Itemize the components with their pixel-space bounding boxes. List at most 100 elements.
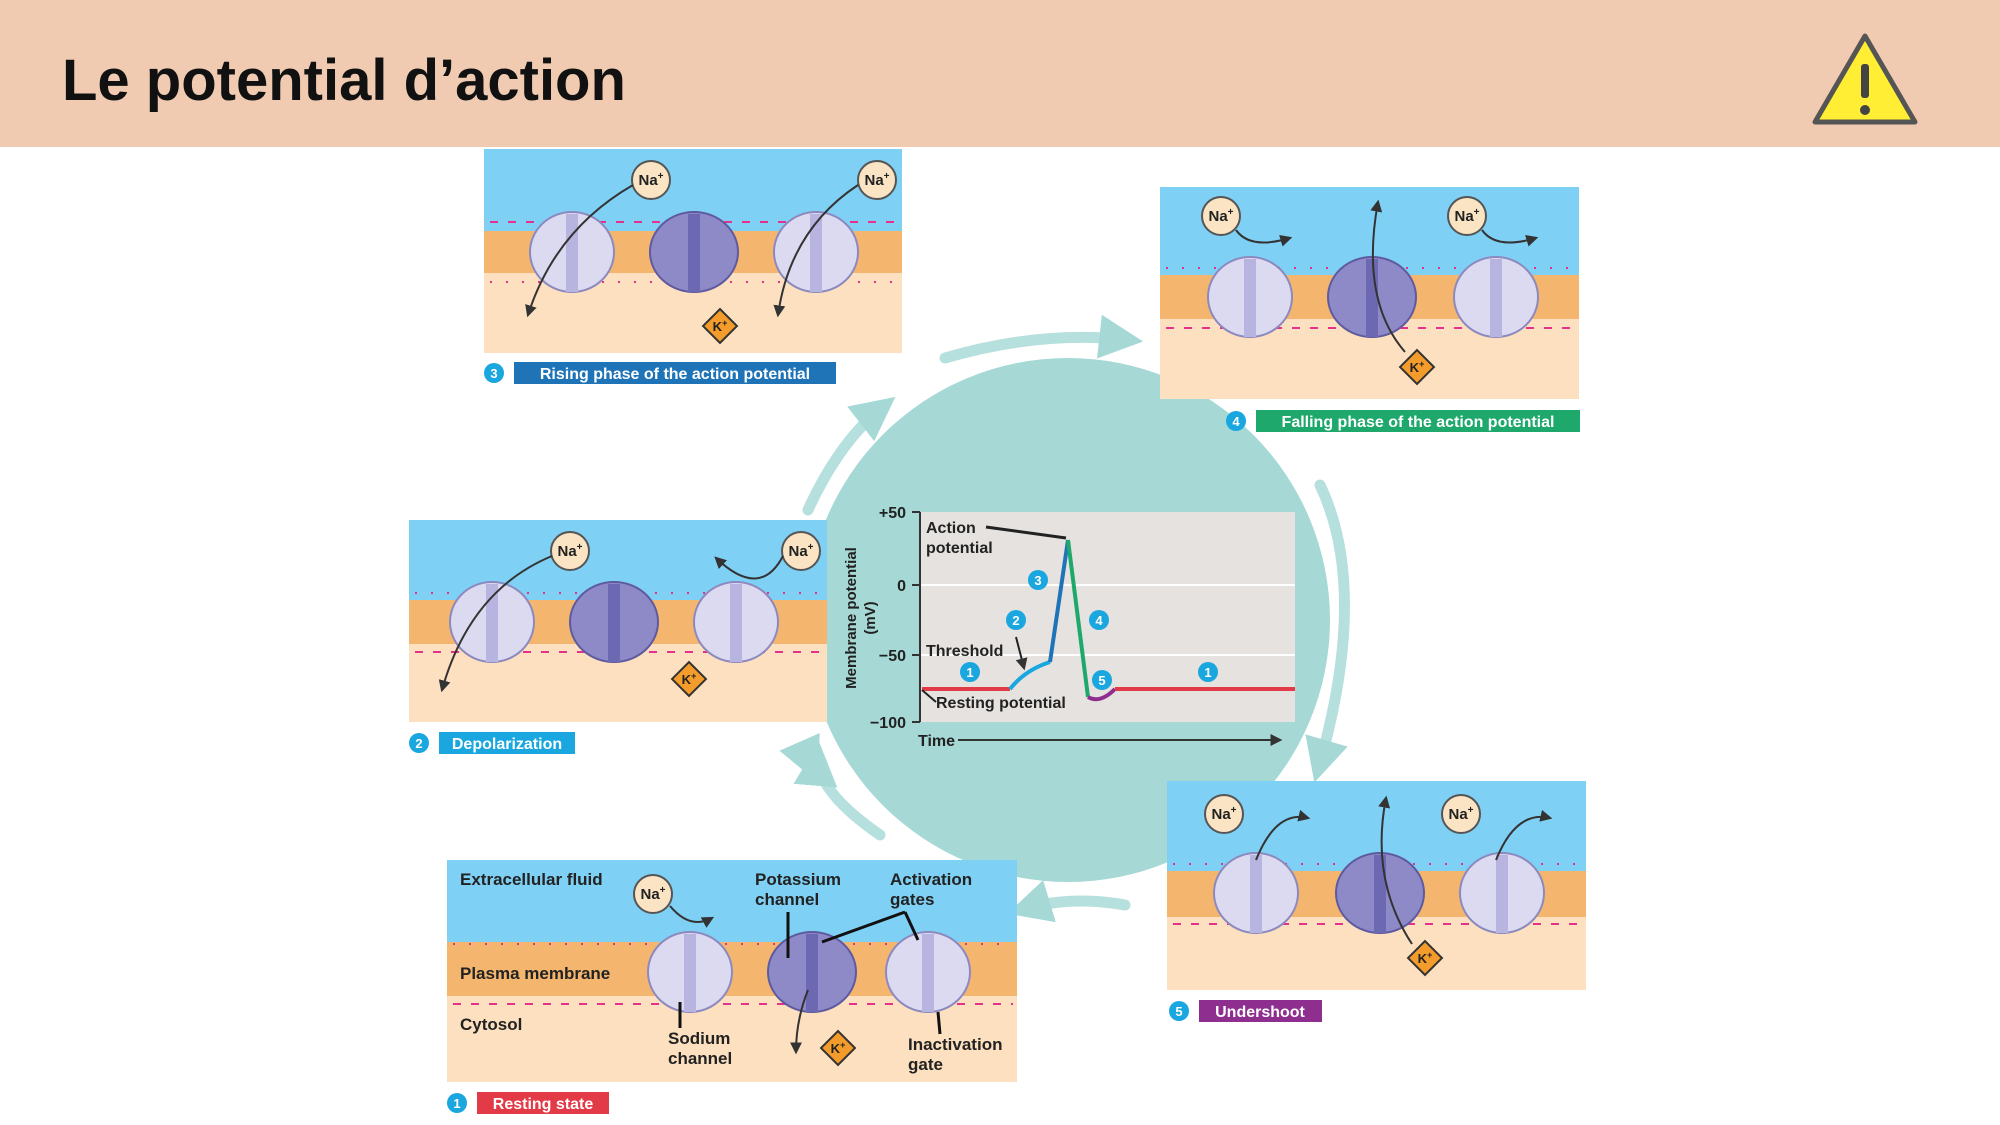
label-potassium-channel-1: Potassium [755, 870, 841, 889]
potassium-channel-icon [569, 581, 659, 663]
sodium-ion-icon: Na+ [1201, 196, 1241, 236]
graph-marker-1b: 1 [1198, 662, 1218, 682]
action-potential-label-2: potential [926, 540, 993, 557]
sodium-channel-icon [529, 211, 615, 293]
trace-depolarization [1008, 660, 1051, 691]
graph-marker-4: 4 [1089, 610, 1109, 630]
svg-text:3: 3 [1034, 573, 1041, 588]
slide-header: Le potential d’action [0, 0, 2000, 147]
sodium-ion-icon: Na+ [631, 160, 671, 200]
svg-text:4: 4 [1095, 613, 1103, 628]
svg-text:Na+: Na+ [1208, 207, 1233, 225]
slide-title: Le potential d’action [62, 48, 626, 113]
sodium-ion-icon: Na+ [1447, 196, 1487, 236]
potassium-channel-icon [1335, 852, 1425, 934]
potassium-ion-icon: K+ [670, 660, 708, 698]
trace-undershoot [1086, 687, 1117, 702]
svg-text:1: 1 [1204, 665, 1211, 680]
panel-depolarization: Na+ Na+ K+ 2 Depolarization [409, 520, 827, 754]
label-sodium-channel-1: Sodium [668, 1029, 730, 1048]
svg-text:Na+: Na+ [1448, 805, 1473, 823]
svg-text:K+: K+ [682, 671, 697, 687]
caption-depolarization-bg [439, 732, 575, 754]
graph-marker-2: 2 [1006, 610, 1026, 630]
panel-resting-state: Na+ K+ Extracellular fluid Plasma membra… [447, 860, 1017, 1114]
svg-text:Na+: Na+ [788, 542, 813, 560]
sodium-ion-icon: Na+ [781, 531, 821, 571]
membrane-potential-graph: +50 0 −50 −100 Membrane potential (mV) T… [843, 505, 1295, 750]
svg-text:K+: K+ [1418, 950, 1433, 966]
trace-rising [1048, 539, 1070, 663]
panel-rising-phase: Na+ Na+ K+ 3 Rising phase of the action … [484, 149, 902, 384]
ytick-minus50: −50 [879, 648, 906, 665]
caption-depolarization: Depolarization [452, 736, 562, 753]
graph-marker-1: 1 [960, 662, 980, 682]
potassium-ion-icon: K+ [701, 307, 739, 345]
sodium-channel-icon [1459, 852, 1545, 934]
graph-marker-3: 3 [1028, 570, 1048, 590]
potassium-ion-icon: K+ [1398, 348, 1436, 386]
svg-text:4: 4 [1232, 414, 1240, 429]
potassium-channel-icon [649, 211, 739, 293]
caption-falling-phase-bg [1256, 410, 1580, 432]
potassium-ion-icon: K+ [819, 1029, 857, 1067]
svg-text:Na+: Na+ [557, 542, 582, 560]
caption-rising-phase: Rising phase of the action potential [540, 366, 810, 383]
label-activation-gates-2: gates [890, 890, 934, 909]
potassium-ion-icon: K+ [1406, 939, 1444, 977]
step-badge-2: 2 [409, 733, 429, 753]
ytick-0: 0 [897, 578, 906, 595]
svg-text:K+: K+ [831, 1040, 846, 1056]
ytick-plus50: +50 [879, 505, 906, 522]
svg-text:1: 1 [966, 665, 973, 680]
threshold-label: Threshold [926, 643, 1003, 660]
caption-undershoot-bg [1199, 1000, 1322, 1022]
sodium-ion-icon: Na+ [550, 531, 590, 571]
ytick-minus100: −100 [870, 715, 906, 732]
sodium-channel-icon [1213, 852, 1299, 934]
label-activation-gates-1: Activation [890, 870, 972, 889]
svg-text:1: 1 [453, 1096, 460, 1111]
label-inactivation-gate-2: gate [908, 1055, 943, 1074]
svg-text:Na+: Na+ [864, 171, 889, 189]
svg-text:Na+: Na+ [638, 171, 663, 189]
label-cytosol: Cytosol [460, 1015, 522, 1034]
sodium-ion-icon: Na+ [633, 874, 673, 914]
resting-potential-label: Resting potential [936, 695, 1066, 712]
trace-falling [1066, 539, 1090, 698]
sodium-channel-icon [647, 931, 733, 1013]
step-badge-5: 5 [1169, 1001, 1189, 1021]
panel-falling-phase: Na+ Na+ K+ 4 Falling phase of the action… [1160, 187, 1580, 432]
sodium-channel-icon [449, 581, 535, 663]
caption-falling-phase: Falling phase of the action potential [1282, 414, 1555, 431]
y-axis-label: Membrane potential [843, 547, 860, 689]
svg-text:3: 3 [490, 366, 497, 381]
label-extracellular-fluid: Extracellular fluid [460, 870, 603, 889]
sodium-ion-icon: Na+ [1441, 794, 1481, 834]
label-inactivation-gate-1: Inactivation [908, 1035, 1002, 1054]
caption-undershoot: Undershoot [1215, 1004, 1305, 1021]
action-potential-diagram: +50 0 −50 −100 Membrane potential (mV) T… [409, 149, 1586, 1114]
potassium-channel-icon [1327, 256, 1417, 338]
warning-icon [1812, 33, 1918, 125]
cycle-arrows [779, 314, 1350, 923]
panel-undershoot: Na+ Na+ K+ 5 Undershoot [1167, 781, 1586, 1022]
svg-text:2: 2 [415, 736, 422, 751]
y-axis-unit: (mV) [862, 601, 879, 634]
svg-text:5: 5 [1098, 673, 1105, 688]
caption-resting-state-bg [477, 1092, 609, 1114]
svg-text:K+: K+ [713, 318, 728, 334]
label-sodium-channel-2: channel [668, 1049, 732, 1068]
potassium-channel-icon [767, 931, 857, 1013]
sodium-ion-icon: Na+ [857, 160, 897, 200]
label-plasma-membrane: Plasma membrane [460, 964, 610, 983]
svg-text:K+: K+ [1410, 359, 1425, 375]
caption-rising-phase-bg [514, 362, 836, 384]
svg-text:Na+: Na+ [1211, 805, 1236, 823]
sodium-channel-icon [773, 211, 859, 293]
graph-marker-5: 5 [1092, 670, 1112, 690]
svg-text:5: 5 [1175, 1004, 1182, 1019]
svg-text:2: 2 [1012, 613, 1019, 628]
step-badge-1: 1 [447, 1093, 467, 1113]
svg-text:Na+: Na+ [1454, 207, 1479, 225]
